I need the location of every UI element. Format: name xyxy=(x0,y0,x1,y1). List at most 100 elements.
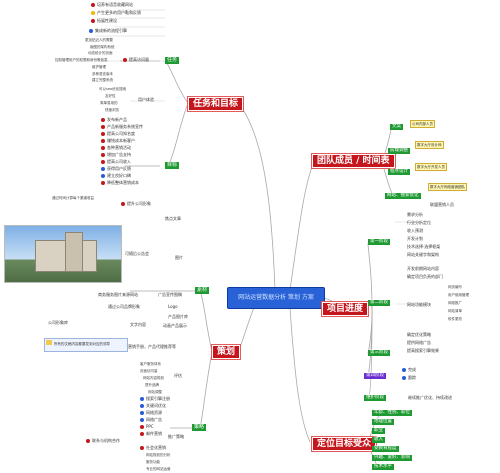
goal-detail-item: 建立完整系统 xyxy=(92,78,113,82)
material-item: 动画产品展示 xyxy=(163,323,187,328)
photo-image xyxy=(4,225,122,283)
topic-progress[interactable]: 项目进度 xyxy=(322,302,369,316)
note-box: 所有的文稿内容都要发到对应的领导 xyxy=(44,338,128,352)
goal-target-item: 建立良好口碑 xyxy=(107,173,131,178)
audience-item[interactable]: 职业 xyxy=(372,428,385,434)
audience-item[interactable]: 收入 xyxy=(372,437,385,443)
audience-item[interactable]: 年龄、性别、职位 xyxy=(372,410,412,416)
stage2-subitem: 网站清单 xyxy=(448,309,462,313)
promo-item: 网络资源 xyxy=(146,410,162,415)
topic-team[interactable]: 团队成员 / 时间表 xyxy=(312,154,395,168)
priority-red-icon xyxy=(140,432,144,436)
goals-ux-label: 用户体验 xyxy=(138,97,154,102)
goal-ux-item: 快速浏览 xyxy=(105,108,119,112)
team-box-seo[interactable]: 网站、搜索优化 xyxy=(385,193,421,199)
goal-detail-item: 多种语言版本 xyxy=(92,72,113,76)
priority-red-icon xyxy=(91,19,95,23)
stage1-item: 需求分析 xyxy=(407,212,423,217)
priority-red-icon xyxy=(101,146,105,150)
priority-red-icon xyxy=(101,139,105,143)
stage4-item: 跟踪 xyxy=(408,375,416,380)
promo-item: 搜索引擎注册 xyxy=(146,396,170,401)
goal-target-item: 提高公司知名度 xyxy=(107,131,135,136)
stage3-item: 确定优化策略 xyxy=(407,332,431,337)
goal-top-item: 拓展性建设 xyxy=(97,18,117,23)
photo-caption: 可随后公告会 xyxy=(125,251,149,256)
plan-top-item: 焦点文章 xyxy=(165,216,181,221)
promo-item: PPC xyxy=(146,424,154,429)
promo-item: 网络广告 xyxy=(146,417,162,422)
stage1-item: 网站关键字和架构 xyxy=(407,252,439,257)
stage2-item: 确定项目负责的部门 xyxy=(407,274,443,279)
stage4-item: 完成 xyxy=(408,367,416,372)
stage-2-label[interactable]: 第二阶段 xyxy=(368,300,390,306)
goal-target-item: 通过时间计算每个渠道收益 xyxy=(52,196,94,200)
priority-red-icon xyxy=(101,153,105,157)
priority-blue-icon xyxy=(140,404,144,408)
priority-red-icon xyxy=(101,181,105,185)
note-right: 营销手册，产品代理推荐等 xyxy=(128,344,176,349)
stage2-subitem: 网页编写 xyxy=(448,285,462,289)
plan-bottom-item: 专业的网站运营 xyxy=(146,467,171,471)
goal-ux-item: 简单易用的 xyxy=(100,101,118,105)
eval-item: 网站调整 xyxy=(148,390,162,394)
priority-blue-icon xyxy=(101,174,105,178)
promo-item: 关键词优化 xyxy=(146,403,166,408)
priority-red-icon xyxy=(140,446,144,450)
topic-goals[interactable]: 任务和目标 xyxy=(188,97,244,111)
audience-item[interactable]: 技术水平 xyxy=(372,464,394,470)
stage-3-label[interactable]: 第三阶段 xyxy=(368,350,390,356)
goal-target-item: 降低整体营销成本 xyxy=(107,180,139,185)
stage3-item: 提高搜索引擎效果 xyxy=(407,348,439,353)
goal-target-item: 提升公司形象 xyxy=(127,201,151,206)
goal-top-item: 培养有语音收藏网站 xyxy=(97,2,133,7)
team-note: 公司内部人员 xyxy=(410,120,435,128)
goal-top-item: 集成新的流程引擎 xyxy=(95,28,127,33)
stage1-item: 收入预测 xyxy=(407,228,423,233)
plan-top-item: 图片 xyxy=(175,255,183,260)
stage2-item: 开发前期网站内容 xyxy=(407,266,439,271)
material-desc: 文字内容 xyxy=(130,322,146,327)
team-box-frontend[interactable]: 前端调整 xyxy=(388,148,410,154)
material-item: 商务服务图片来源网站 xyxy=(98,292,138,297)
team-note: 数字大厅设计师 xyxy=(415,141,444,149)
team-box-program[interactable]: 程序设计 xyxy=(388,169,410,175)
priority-red-icon xyxy=(91,3,95,7)
goal-target-item: 提高公司收入 xyxy=(107,159,131,164)
priority-red-icon xyxy=(101,132,105,136)
promo-item: 邮件营销 xyxy=(146,431,162,436)
eval-item: 网站内容规划 xyxy=(143,376,164,380)
team-note-secondary: 联盟营销人员 xyxy=(430,202,454,207)
note-text: 所有的文稿内容都要发到对应的领导 xyxy=(54,342,110,346)
material-desc: 广告宣传图稿 xyxy=(158,292,182,297)
audience-item[interactable]: 地理位置 xyxy=(372,419,394,425)
audience-item[interactable]: 受教育程度 xyxy=(372,446,399,452)
plan-strategy-label[interactable]: 策略 xyxy=(192,424,207,431)
material-item: 通过公司品牌形象 xyxy=(108,304,140,309)
promo-label: 推广策略 xyxy=(168,434,184,439)
stage-1-label[interactable]: 第一阶段 xyxy=(368,239,390,245)
audience-item[interactable]: 兴趣、爱好、影响 xyxy=(372,455,412,461)
eval-item: 提升品牌 xyxy=(145,383,159,387)
team-note: 数字大厅开发人员 xyxy=(415,163,447,171)
priority-red-icon xyxy=(123,58,127,62)
team-box-copy[interactable]: 文案 xyxy=(390,124,403,130)
topic-audience[interactable]: 定位目标受众 xyxy=(312,437,377,451)
topic-plan[interactable]: 策划 xyxy=(212,345,241,359)
stage-4-label[interactable]: 第四阶段 xyxy=(364,373,386,379)
goal-target-item: 赚钱成本新客户 xyxy=(107,138,135,143)
plan-bottom-item: 网站规划的分析 xyxy=(146,453,171,457)
material-desc: 公司形象库 xyxy=(48,320,68,325)
goals-task-label[interactable]: 任务 xyxy=(165,57,180,64)
maintain-label[interactable]: 维护阶段 xyxy=(364,395,386,401)
stage2-subitem: 软件更改 xyxy=(448,317,462,321)
note-icon xyxy=(46,340,52,345)
goal-target-item: 增加广告支持 xyxy=(107,152,131,157)
goals-target-label[interactable]: 目标 xyxy=(165,162,180,169)
goal-target-item: 产品新服务系统宣传 xyxy=(107,124,143,129)
central-topic[interactable]: 网站运营数据分析 策划 方案 xyxy=(227,287,325,309)
goal-detail-item: 维护管理 xyxy=(92,65,106,69)
eval-item: 客户服务体系 xyxy=(140,362,161,366)
plan-material-label[interactable]: 素材 xyxy=(195,287,210,294)
stage1-item: 开发计划 xyxy=(407,236,423,241)
